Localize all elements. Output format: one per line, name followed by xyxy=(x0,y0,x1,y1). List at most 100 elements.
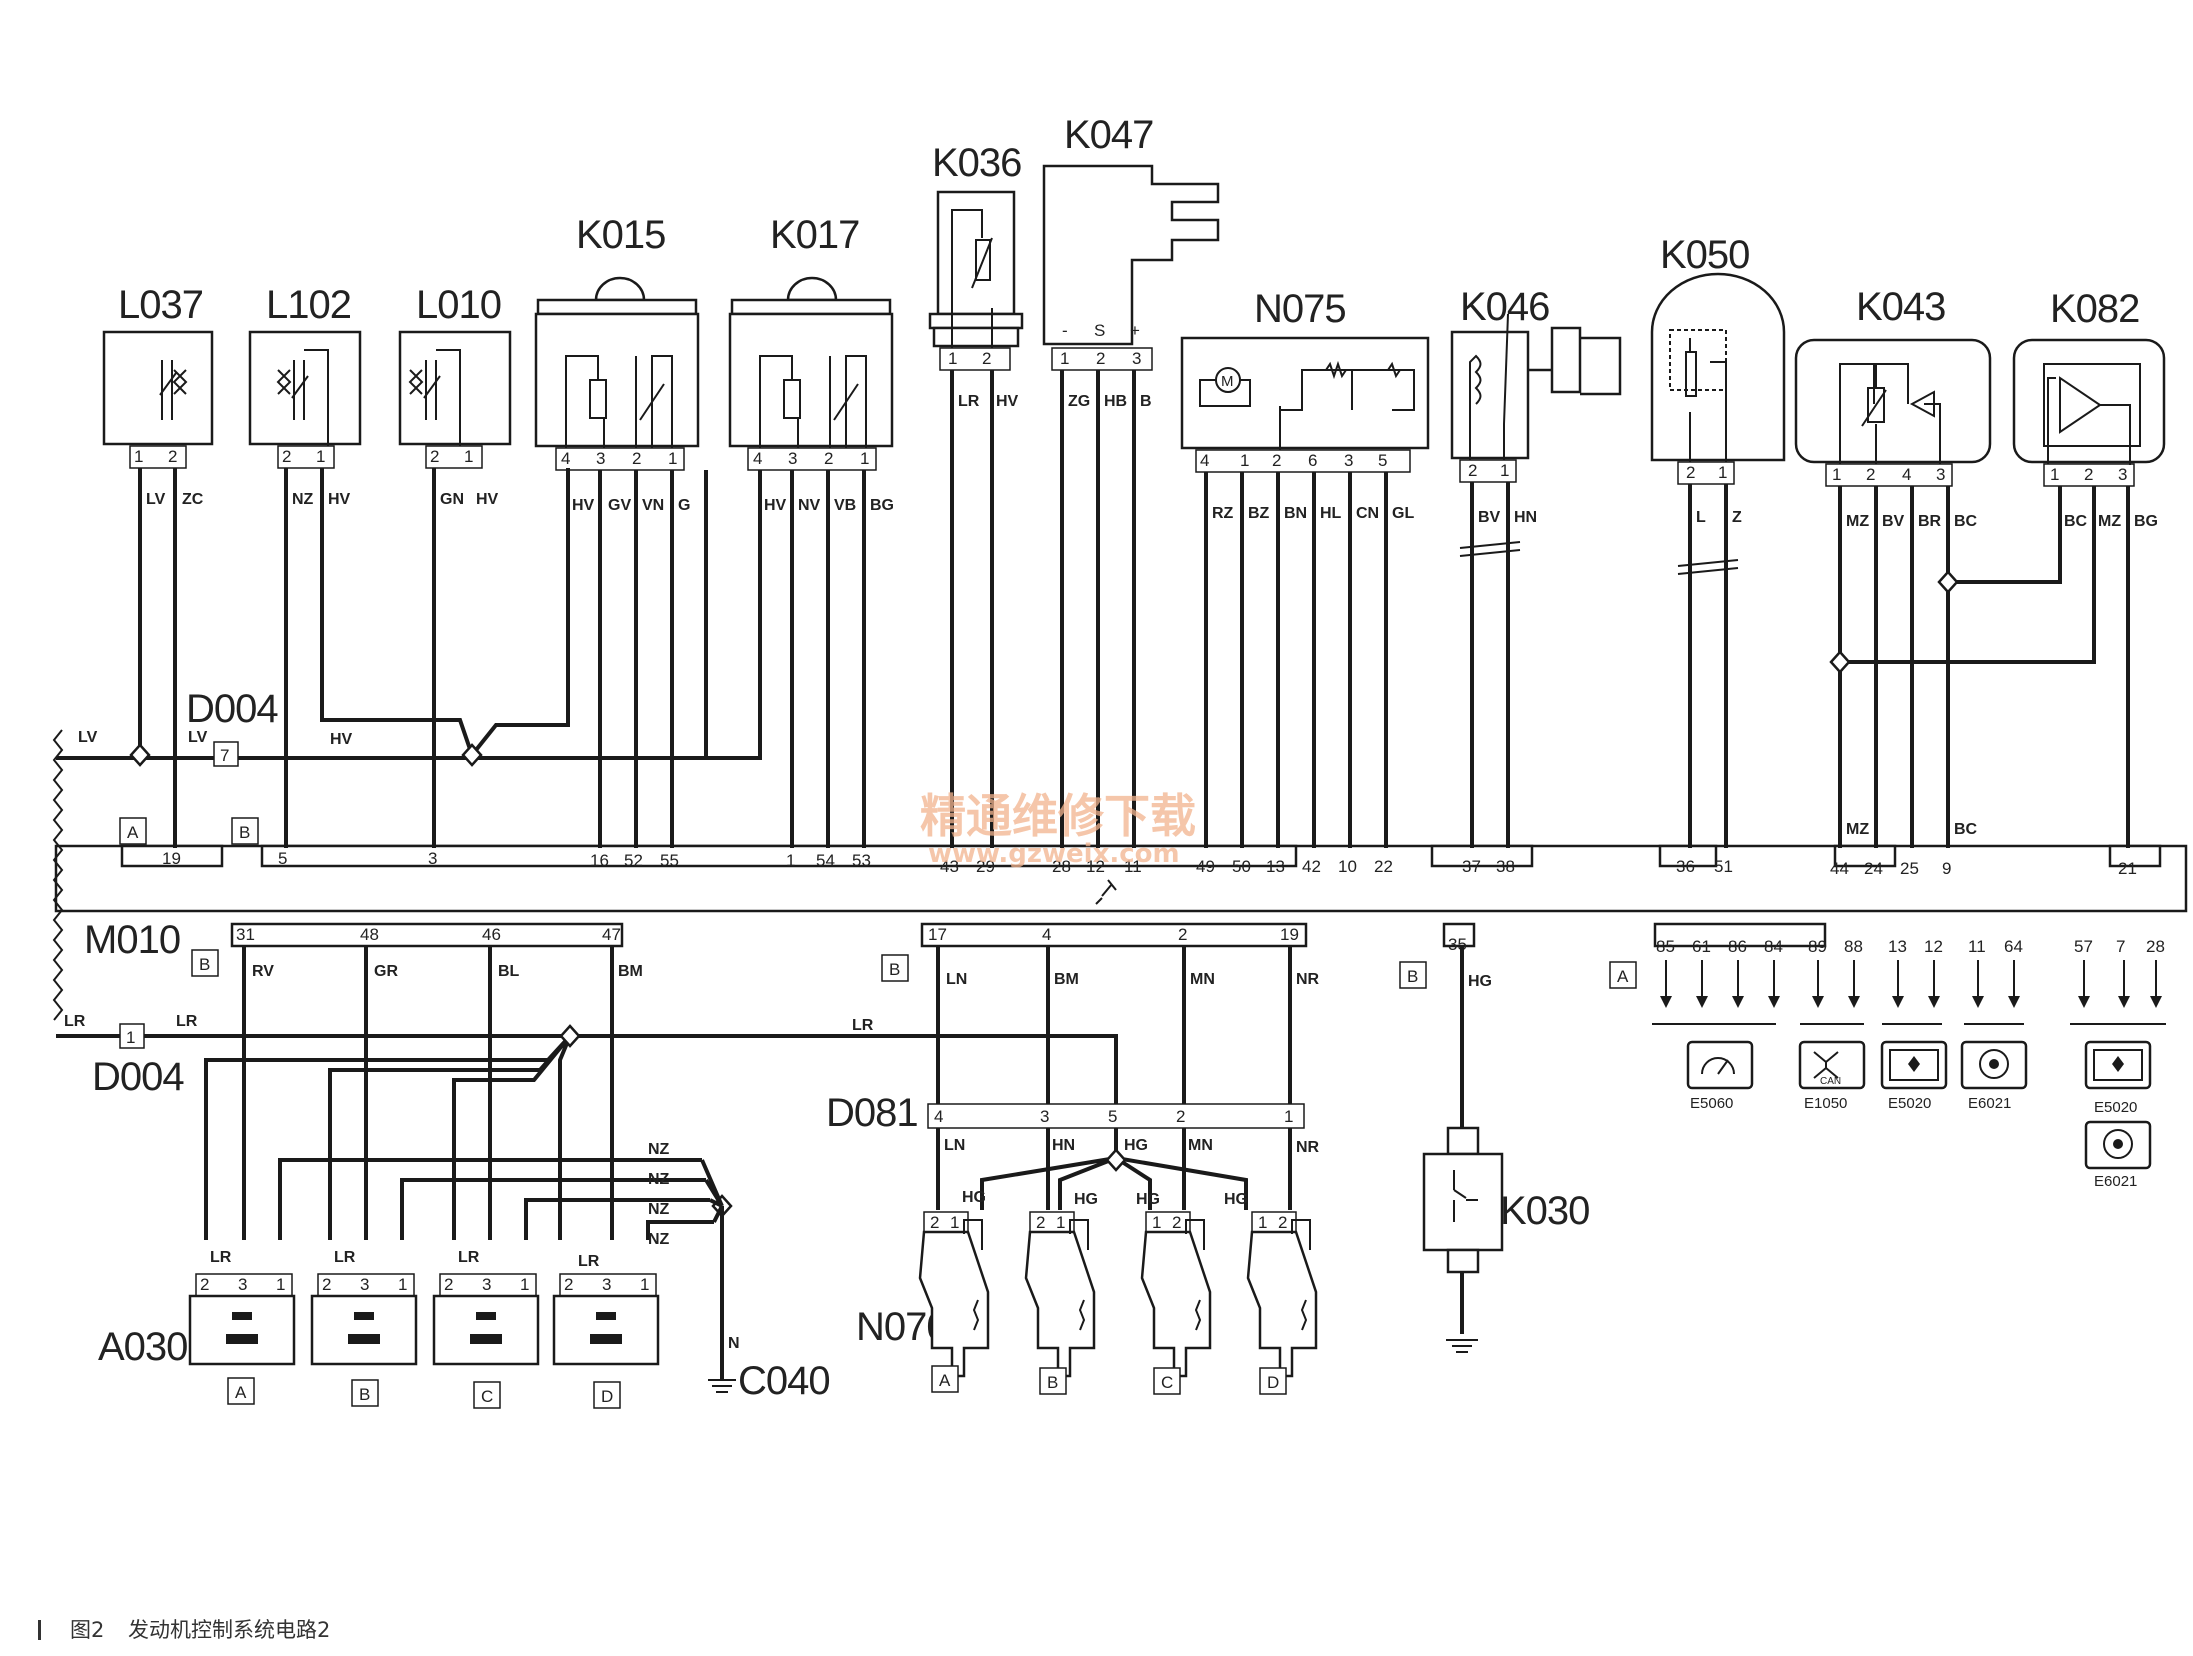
svg-text:1: 1 xyxy=(640,1275,649,1294)
module-e5020-b: E5020 xyxy=(2084,1040,2152,1116)
svg-text:2: 2 xyxy=(2084,465,2093,484)
k082-label: K082 xyxy=(2050,287,2139,331)
module-e6021-b: E6021 xyxy=(2084,1120,2152,1190)
k015-label: K015 xyxy=(576,213,665,257)
svg-text:RV: RV xyxy=(252,963,274,980)
svg-text:LR: LR xyxy=(334,1249,356,1266)
svg-text:E1050: E1050 xyxy=(1804,1095,1847,1112)
svg-text:LR: LR xyxy=(64,1013,86,1030)
svg-text:16: 16 xyxy=(590,851,609,870)
svg-text:LV: LV xyxy=(188,729,208,746)
svg-text:LN: LN xyxy=(944,1137,965,1154)
component-l037: L037 1 2 xyxy=(102,283,214,469)
svg-text:HG: HG xyxy=(962,1189,986,1206)
svg-text:BC: BC xyxy=(1954,821,1978,838)
svg-text:LR: LR xyxy=(210,1249,232,1266)
component-k050: K050 2 1 xyxy=(1650,233,1786,485)
caption-title: 发动机控制系统电路2 xyxy=(128,1618,330,1642)
svg-text:HG: HG xyxy=(1136,1191,1160,1208)
svg-text:ZG: ZG xyxy=(1068,393,1090,410)
svg-text:28: 28 xyxy=(1052,857,1071,876)
fan-wheel-icon xyxy=(1979,1049,2009,1079)
splice-point xyxy=(1105,1148,1127,1172)
connector-tags: A B B B B A xyxy=(119,817,1637,989)
fuel-injector-icon xyxy=(1246,1230,1318,1378)
l037-label: L037 xyxy=(118,283,203,327)
svg-text:G: G xyxy=(678,497,690,514)
knock-sensor-body xyxy=(1650,272,1786,462)
svg-text:61: 61 xyxy=(1692,937,1711,956)
svg-text:2: 2 xyxy=(1172,1213,1181,1232)
svg-text:86: 86 xyxy=(1728,937,1747,956)
svg-text:BZ: BZ xyxy=(1248,505,1270,522)
module-e6021: E6021 xyxy=(1960,1040,2028,1112)
svg-text:HN: HN xyxy=(1052,1137,1075,1154)
idle-valve-internal xyxy=(1199,360,1415,450)
svg-text:21: 21 xyxy=(2118,859,2137,878)
svg-text:HV: HV xyxy=(476,491,499,508)
svg-text:MZ: MZ xyxy=(1846,513,1869,530)
svg-text:GL: GL xyxy=(1392,505,1414,522)
n075-label: N075 xyxy=(1254,287,1346,331)
knock-sensor-internal xyxy=(1685,338,1727,462)
svg-text:35: 35 xyxy=(1448,935,1467,954)
svg-text:2: 2 xyxy=(1866,465,1875,484)
svg-text:3: 3 xyxy=(1344,451,1353,470)
svg-text:17: 17 xyxy=(928,925,947,944)
svg-text:2: 2 xyxy=(322,1275,331,1294)
fuel-injector-icon xyxy=(918,1230,990,1378)
svg-text:NV: NV xyxy=(798,497,821,514)
svg-text:+: + xyxy=(1130,321,1140,340)
svg-text:52: 52 xyxy=(624,851,643,870)
svg-text:49: 49 xyxy=(1196,857,1215,876)
sensor-internal-icon xyxy=(759,355,867,448)
svg-text:13: 13 xyxy=(1888,937,1907,956)
svg-text:RZ: RZ xyxy=(1212,505,1234,522)
amplifier-icon xyxy=(2047,376,2131,465)
svg-text:Z: Z xyxy=(1732,509,1742,526)
ecu-edge-left xyxy=(52,729,64,1021)
svg-text:1: 1 xyxy=(2050,465,2059,484)
svg-text:E6021: E6021 xyxy=(2094,1173,2137,1190)
svg-text:10: 10 xyxy=(1338,857,1357,876)
svg-text:D: D xyxy=(601,1387,613,1406)
svg-text:E5020: E5020 xyxy=(1888,1095,1931,1112)
tag-b-mid: B xyxy=(889,960,900,979)
svg-text:3: 3 xyxy=(360,1275,369,1294)
svg-text:9: 9 xyxy=(1942,859,1951,878)
svg-text:11: 11 xyxy=(1968,937,1986,956)
output-arrows xyxy=(1660,996,2162,1008)
d081-label: D081 xyxy=(826,1091,918,1135)
svg-text:48: 48 xyxy=(360,925,379,944)
sensor-internal-icon xyxy=(565,355,673,448)
tag-b-top: B xyxy=(239,823,250,842)
component-k043: K043 1 2 4 3 xyxy=(1794,285,1992,487)
ground-icon xyxy=(1446,1339,1478,1353)
svg-text:2: 2 xyxy=(1686,463,1695,482)
svg-text:MZ: MZ xyxy=(1846,821,1869,838)
sensor-dome-icon xyxy=(594,276,646,302)
svg-text:1: 1 xyxy=(398,1275,407,1294)
svg-text:BR: BR xyxy=(1918,513,1942,530)
svg-text:BN: BN xyxy=(1284,505,1307,522)
svg-text:D: D xyxy=(1267,1373,1279,1392)
svg-text:MN: MN xyxy=(1188,1137,1213,1154)
svg-text:19: 19 xyxy=(162,849,181,868)
svg-text:NZ: NZ xyxy=(648,1171,670,1188)
svg-text:1: 1 xyxy=(464,447,473,466)
watermark: 精通维修下载 www.gzweix.com xyxy=(920,789,1196,869)
svg-text:1: 1 xyxy=(520,1275,529,1294)
svg-text:2: 2 xyxy=(444,1275,453,1294)
svg-text:E5060: E5060 xyxy=(1690,1095,1733,1112)
svg-text:3: 3 xyxy=(1132,349,1141,368)
svg-text:NZ: NZ xyxy=(648,1201,670,1218)
svg-text:25: 25 xyxy=(1900,859,1919,878)
svg-text:1: 1 xyxy=(1060,349,1069,368)
fuel-injector-icon xyxy=(1024,1230,1096,1378)
tag-a-top: A xyxy=(127,823,139,842)
svg-text:CN: CN xyxy=(1356,505,1379,522)
svg-text:5: 5 xyxy=(1378,451,1387,470)
